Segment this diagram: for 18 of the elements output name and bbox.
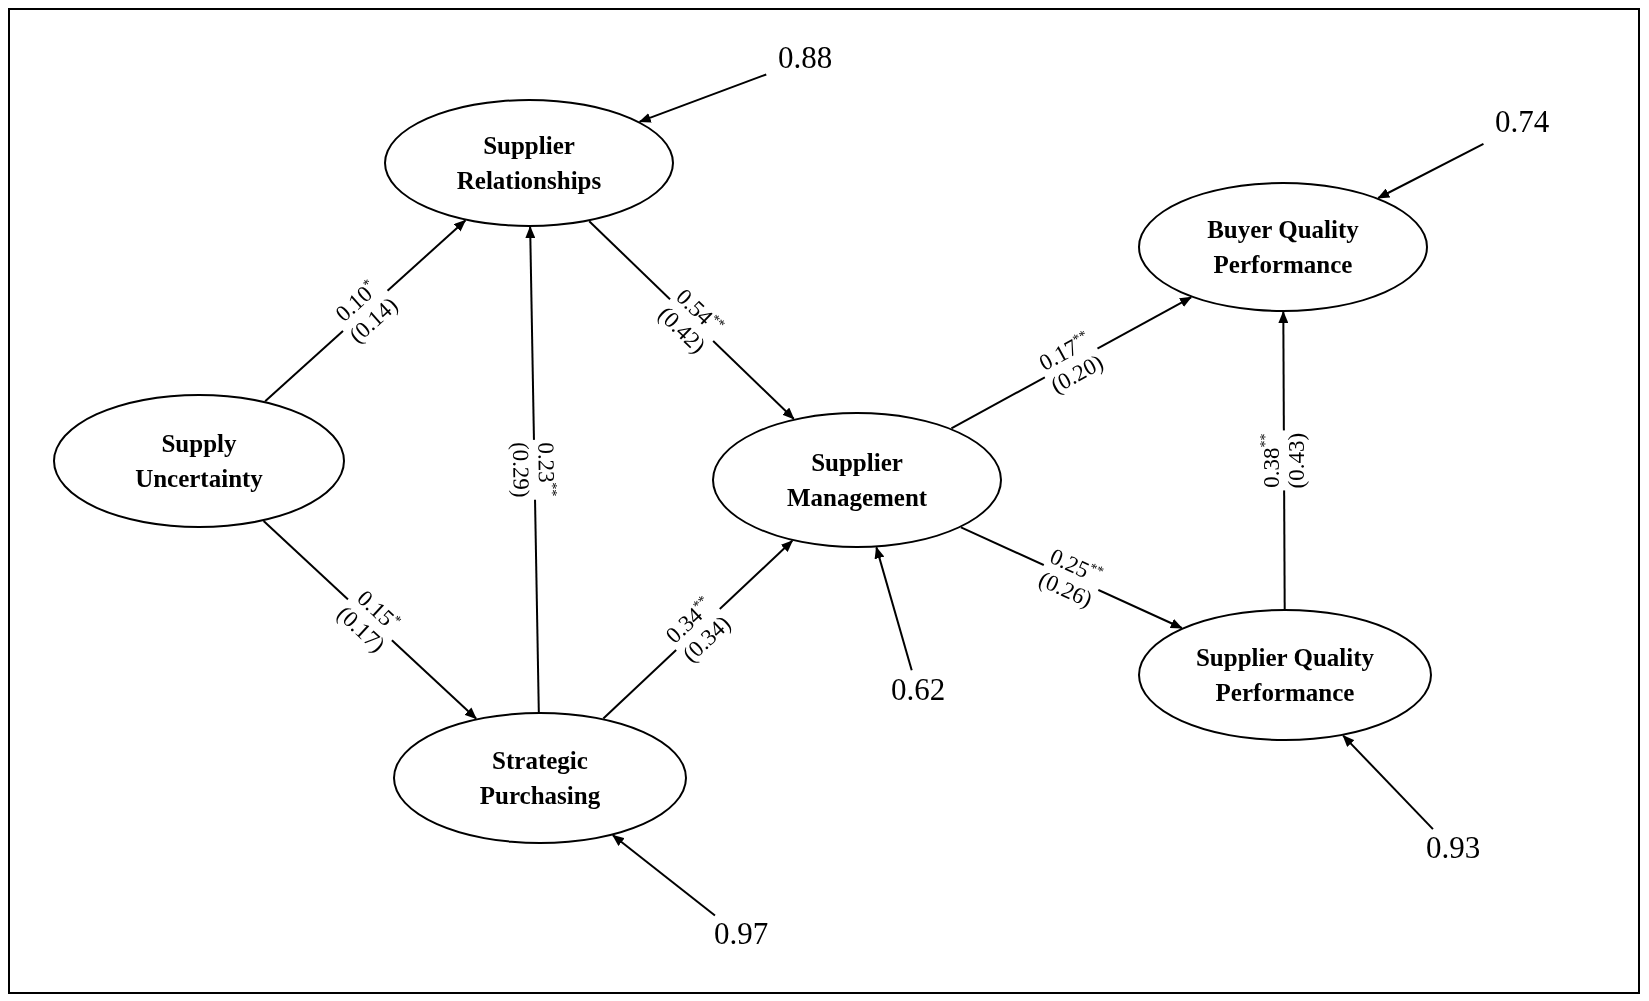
construct-name: Strategic Purchasing: [478, 746, 602, 811]
path-arrow: [1342, 734, 1434, 831]
path-arrow: [638, 73, 768, 123]
construct-name: Supplier Quality Performance: [1194, 643, 1376, 708]
path-arrow: [611, 834, 716, 917]
construct-name: Supply Uncertainty: [134, 429, 264, 494]
construct-name: Supplier Relationships: [455, 131, 603, 196]
error-term-value: 0.88: [770, 42, 840, 78]
path-arrow: [525, 226, 540, 713]
path-coefficient-label: 0.38$^{**}$ (0.43): [1258, 430, 1310, 491]
error-term-value: 0.62: [883, 674, 953, 710]
path-arrow: [874, 546, 913, 672]
error-term-value: 0.97: [706, 918, 776, 954]
construct-name: Buyer Quality Performance: [1206, 215, 1360, 280]
path-arrow: [1377, 142, 1485, 199]
error-term-value: 0.93: [1418, 832, 1488, 868]
error-term-value: 0.74: [1487, 106, 1557, 142]
construct-name: Supplier Management: [785, 448, 929, 513]
